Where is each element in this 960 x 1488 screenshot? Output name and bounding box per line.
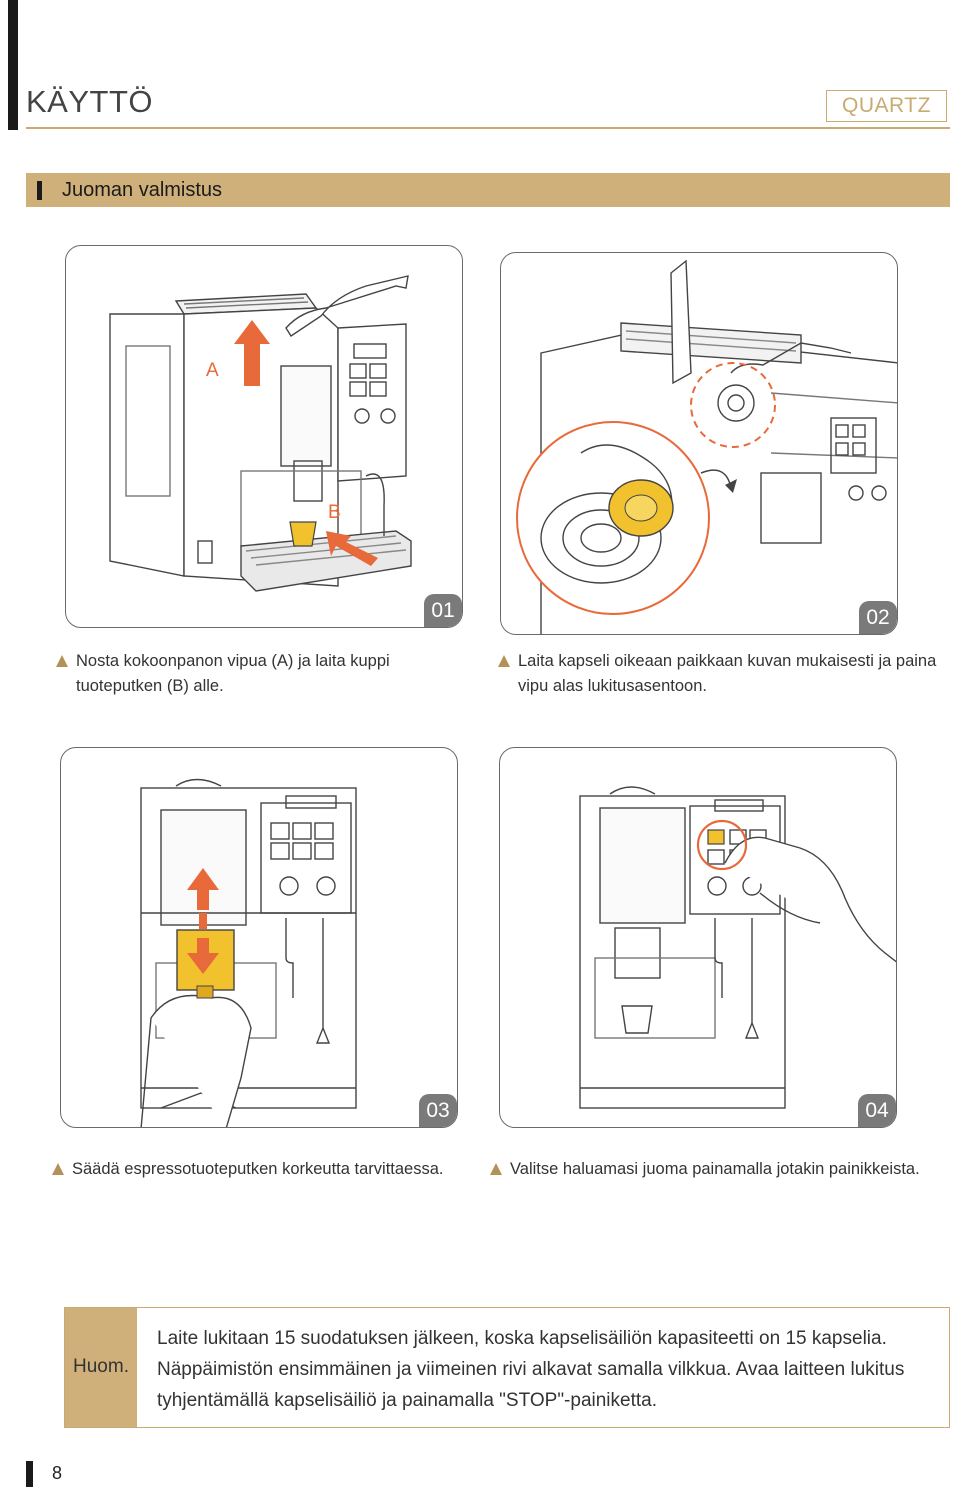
step-2-illustration: 02 <box>500 252 898 635</box>
note-box: Huom. Laite lukitaan 15 suodatuksen jälk… <box>64 1307 950 1428</box>
step-4-illustration: 04 <box>499 747 897 1128</box>
coffee-machine-lever-illustration: A B <box>109 275 412 592</box>
triangle-bullet-icon <box>56 655 68 667</box>
spout-adjust-illustration <box>140 778 357 1127</box>
label-a: A <box>206 360 219 381</box>
triangle-bullet-icon <box>490 1163 502 1175</box>
note-text: Laite lukitaan 15 suodatuksen jälkeen, k… <box>157 1328 905 1411</box>
section-title: Juoman valmistus <box>62 179 223 201</box>
step-3-number: 03 <box>419 1094 457 1127</box>
step-1-caption: Nosta kokoonpanon vipua (A) ja laita kup… <box>56 649 446 699</box>
triangle-bullet-icon <box>52 1163 64 1175</box>
step-4-number: 04 <box>858 1094 896 1127</box>
section-marker <box>37 181 42 200</box>
left-edge-bar <box>8 0 18 130</box>
page-title: KÄYTTÖ <box>26 84 154 119</box>
capsule-insert-illustration <box>516 259 897 634</box>
label-b: B <box>328 502 341 523</box>
step-3-illustration: 03 <box>60 747 458 1128</box>
step-2-number: 02 <box>859 601 897 634</box>
step-4-caption: Valitse haluamasi juoma painamalla jotak… <box>490 1157 930 1182</box>
title-divider <box>26 127 950 129</box>
step-3-caption: Säädä espressotuoteputken korkeutta tarv… <box>52 1157 452 1182</box>
note-label: Huom. <box>65 1308 137 1427</box>
step-1-illustration: A B 01 <box>65 245 463 628</box>
step-2-caption: Laita kapseli oikeaan paikkaan kuvan muk… <box>498 649 938 699</box>
footer-marker <box>26 1461 33 1487</box>
section-header: Juoman valmistus <box>26 173 950 207</box>
triangle-bullet-icon <box>498 655 510 667</box>
step-1-number: 01 <box>424 594 462 627</box>
brand-badge: QUARTZ <box>826 90 947 122</box>
page-number: 8 <box>52 1463 63 1483</box>
button-select-illustration <box>579 786 896 1109</box>
